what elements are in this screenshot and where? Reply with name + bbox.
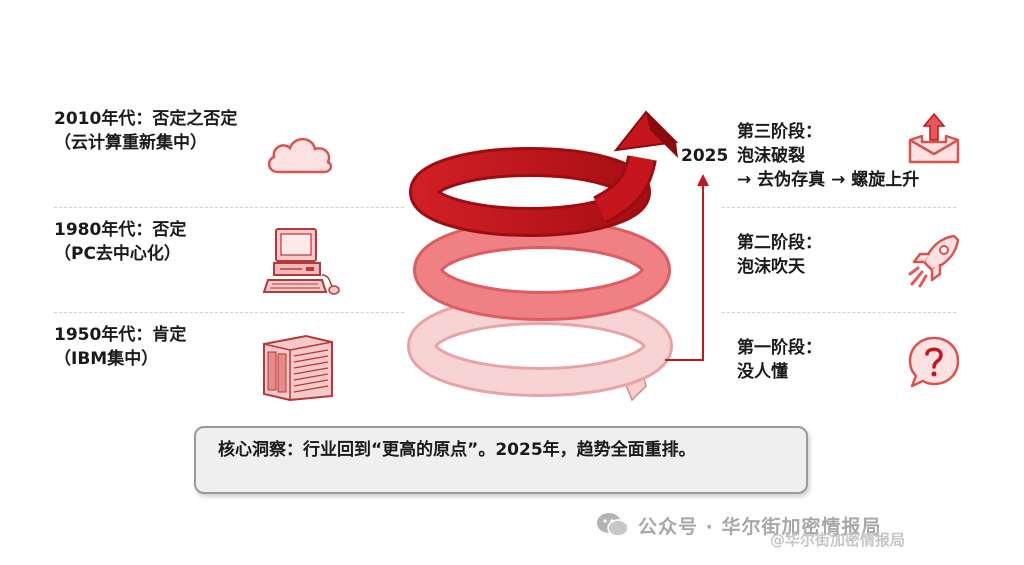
stage-2-line2: 泡沫吹天 <box>737 257 805 277</box>
cloud-icon <box>267 137 333 174</box>
stage-1-title: 第一阶段： <box>737 338 822 358</box>
stage-2-title: 第二阶段： <box>737 233 822 253</box>
timeline-arrow <box>665 174 709 361</box>
mainframe-server-icon <box>263 334 333 402</box>
desktop-computer-icon <box>262 228 340 295</box>
watermark-text: 公众号 · 华尔街加密情报局 <box>638 515 882 538</box>
era-2010-subtitle: （云计算重新集中） <box>54 133 207 153</box>
era-1980-subtitle: （PC去中心化） <box>54 244 181 264</box>
wechat-icon <box>597 513 629 537</box>
stage-3-line2: 泡沫破裂 <box>737 146 805 166</box>
era-1980-title: 1980年代：否定 <box>54 220 187 240</box>
spiral-arrow-graphic <box>407 110 679 402</box>
era-1950-subtitle: （IBM集中） <box>54 349 159 369</box>
divider-left-1 <box>54 207 404 208</box>
stage-3-title: 第三阶段： <box>737 122 822 142</box>
insight-box: 核心洞察：行业回到“更高的原点”。2025年，趋势全面重排。 <box>194 426 808 494</box>
year-label-2025: 2025 <box>681 146 729 166</box>
stage-1-line2: 没人懂 <box>737 362 788 382</box>
era-1950-title: 1950年代：肯定 <box>54 325 187 345</box>
upload-tray-icon <box>908 112 960 164</box>
era-2010-title: 2010年代：否定之否定 <box>54 109 238 129</box>
watermark-small-text: @华尔街加密情报局 <box>770 531 906 549</box>
rocket-icon <box>908 234 960 288</box>
insight-text: 核心洞察：行业回到“更高的原点”。2025年，趋势全面重排。 <box>218 440 696 460</box>
divider-left-2 <box>54 312 404 313</box>
divider-right-1 <box>722 207 956 208</box>
watermark: 公众号 · 华尔街加密情报局 <box>596 510 881 540</box>
stage-3-line3: → 去伪存真 → 螺旋上升 <box>737 170 920 190</box>
divider-right-2 <box>722 312 956 313</box>
question-bubble-icon <box>908 336 960 388</box>
